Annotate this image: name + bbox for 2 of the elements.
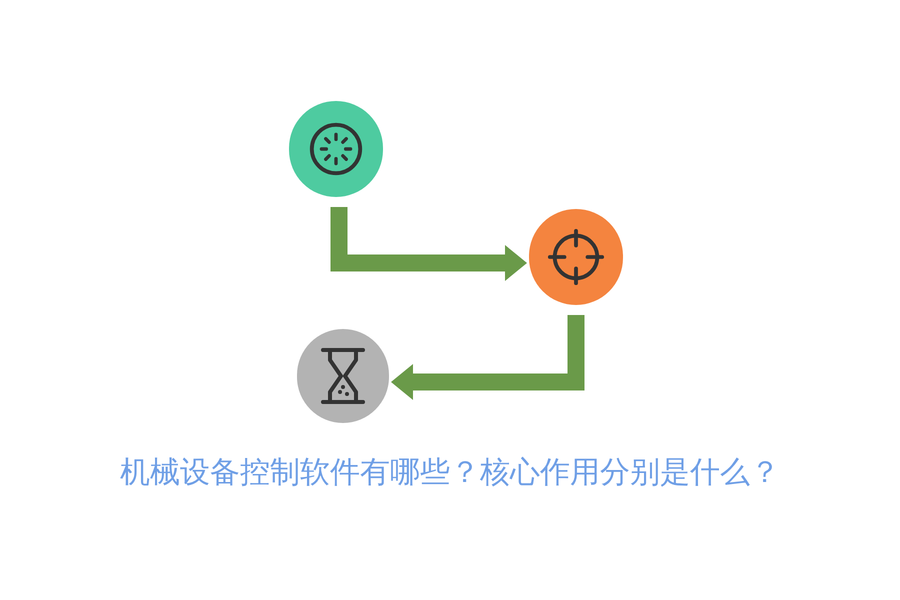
title: 机械设备控制软件有哪些？核心作用分别是什么？: [120, 454, 780, 492]
elbow-arrow: [391, 315, 584, 400]
